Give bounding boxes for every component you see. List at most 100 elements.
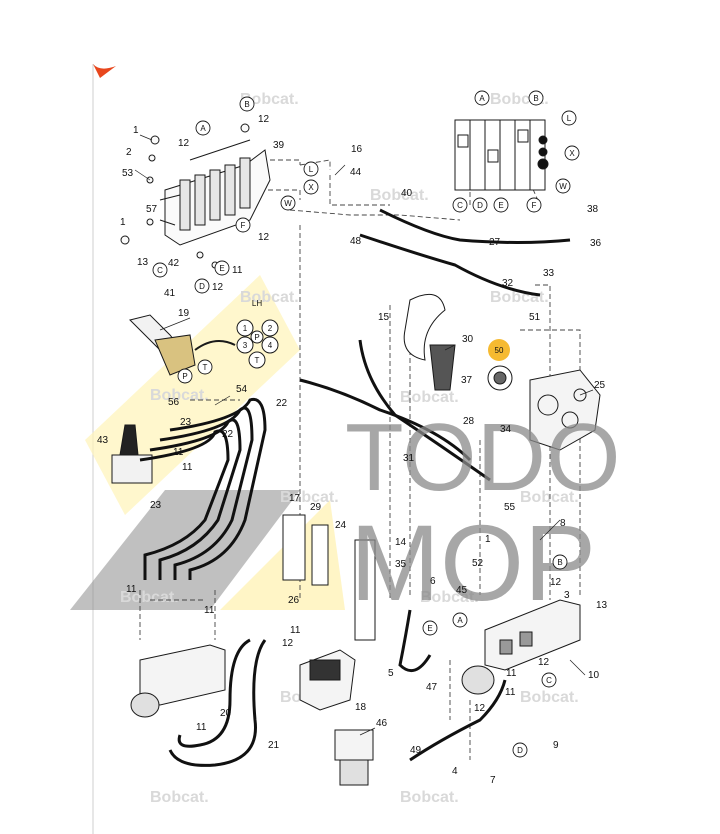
part-number: 14 [395,537,407,548]
part-number: 54 [236,384,248,395]
brackets [282,514,376,641]
port-letter: D [517,746,523,755]
inset-label: LH [252,299,262,308]
port-letter: X [308,183,314,192]
part-number: 1 [120,217,126,228]
port-letter: 3 [243,341,248,350]
port-letter: D [477,201,483,210]
port-letter-circles [152,90,580,758]
part-number: 12 [550,577,562,588]
part-number: 1 [133,125,139,136]
part-number: 11 [173,447,184,458]
part-number: 23 [180,417,192,428]
part-number: 31 [403,453,415,464]
part-number: 34 [500,424,512,435]
leader-lines [134,134,594,736]
part-number: 13 [596,600,608,611]
part-number: 2 [126,147,132,158]
part-callouts: 1 2 53 57 1 13 42 41 12 11 12 12 39 12 1… [97,114,608,786]
part-number: 36 [590,238,602,249]
part-number: 11 [290,625,301,636]
part-number: 27 [489,237,501,248]
hoses [139,208,571,767]
part-number: 17 [289,493,301,504]
part-number: 16 [351,144,363,155]
control-valve-upper [120,123,271,269]
watermark-text: Bobcat. [420,589,479,606]
part-number: 39 [273,140,285,151]
port-letter: D [199,282,205,291]
part-number: 38 [587,204,599,215]
port-letter: L [567,114,572,123]
part-number: 22 [222,429,234,440]
part-number: 35 [395,559,407,570]
part-number: 11 [506,668,517,679]
pump-assembly [529,369,601,451]
part-number: 42 [168,258,180,269]
watermark-text: Bobcat. [370,187,429,204]
part-number: 43 [97,435,109,446]
highlight-circle-50 [488,339,510,361]
part-number: 22 [276,398,288,409]
part-number: 11 [204,605,215,616]
part-number: 28 [463,416,475,427]
port-letter: B [557,558,562,567]
part-number: 11 [232,265,243,276]
port-letter: L [309,165,314,174]
lower-left-valve [130,644,226,718]
lh-port-inset [236,319,279,369]
part-number: 12 [212,282,224,293]
part-number: 49 [410,745,422,756]
port-letter: 1 [243,324,248,333]
part-number: 11 [182,462,193,473]
watermark-text: Bobcat. [520,489,579,506]
part-number: 53 [122,168,134,179]
port-letter: E [219,264,224,273]
seal-and-gear [403,293,513,391]
port-letter: B [244,100,249,109]
part-number: 25 [594,380,606,391]
part-number: 32 [502,278,514,289]
watermark-text: Bobcat. [150,789,209,806]
part-number: 5 [388,668,394,679]
port-letter: E [427,624,432,633]
part-number: 52 [472,558,484,569]
watermark-text: Bobcat. [150,387,209,404]
port-letter: C [457,201,463,210]
part-number: 40 [401,188,413,199]
part-number: 24 [335,520,347,531]
part-number: 21 [268,740,280,751]
port-letter: C [157,266,163,275]
part-number: 20 [220,708,232,719]
dashed-guides [139,159,581,760]
pilot-joystick [129,314,236,376]
watermark-text: Bobcat. [520,689,579,706]
part-number: 11 [126,584,137,595]
part-number: 33 [543,268,555,279]
part-number: 13 [137,257,149,268]
watermark-stamp-line1: TODO [345,404,621,511]
port-letter: T [203,363,208,372]
part-number: 8 [560,518,566,529]
part-number: 4 [452,766,458,777]
part-number: 10 [588,670,600,681]
part-number: 15 [378,312,390,323]
part-number: 12 [282,638,294,649]
solenoid-46 [334,729,374,786]
part-number: 46 [376,718,388,729]
watermark-text: Bobcat. [240,91,299,108]
part-number: 48 [350,236,362,247]
part-number: 11 [505,687,516,698]
part-number: 6 [430,576,436,587]
part-number: 12 [474,703,486,714]
part-number: 47 [426,682,438,693]
port-letter: A [200,124,206,133]
part-number: 11 [196,722,207,733]
part-number: 44 [350,167,362,178]
part-number: 50 [495,346,504,355]
corner-mark [93,64,116,78]
watermark-text: Bobcat. [400,389,459,406]
part-number: 26 [288,595,300,606]
port-letter: E [498,201,503,210]
